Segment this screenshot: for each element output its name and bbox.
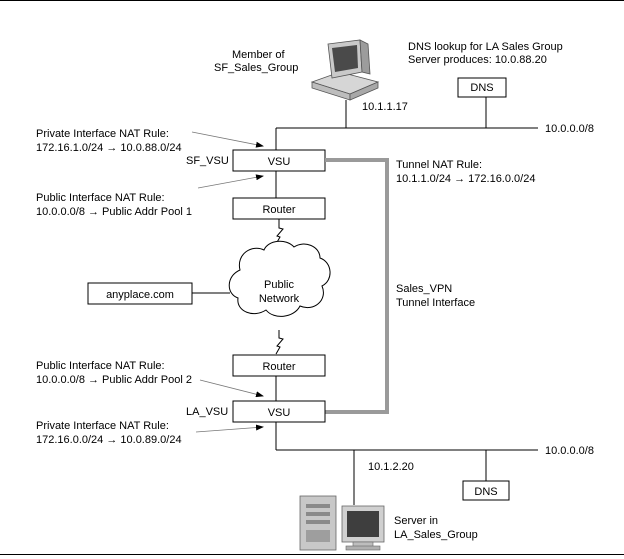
tunnel-nat-title: Tunnel NAT Rule: [396, 159, 482, 171]
host-ip: 10.1.1.17 [362, 101, 408, 113]
sales-vpn-tunnel [325, 158, 389, 414]
public-network-line2: Network [259, 293, 300, 305]
sf-public-nat-arrow [197, 174, 264, 189]
sf-public-nat-title: Public Interface NAT Rule: [36, 192, 165, 204]
dns-lookup-line1: DNS lookup for LA Sales Group [408, 41, 563, 53]
la-vsu-name: LA_VSU [186, 406, 228, 418]
sf-private-nat-title: Private Interface NAT Rule: [36, 128, 169, 140]
sf-private-nat-rule: 172.16.1.0/24 → 10.0.88.0/24 [36, 142, 182, 154]
anyplace-label: anyplace.com [106, 289, 174, 301]
sf-router-label: Router [262, 204, 295, 216]
server-icon [299, 495, 337, 551]
server-line1: Server in [394, 515, 438, 527]
bottom-dns-box [462, 480, 510, 501]
workstation-icon [310, 39, 380, 101]
sf-vsu-label: VSU [268, 156, 291, 168]
la-router-label: Router [262, 361, 295, 373]
sf-vsu-name: SF_VSU [186, 155, 229, 167]
vpn-label-line2: Tunnel Interface [396, 297, 475, 309]
la-private-nat-arrow [195, 424, 264, 433]
la-public-nat-rule: 10.0.0.0/8 → Public Addr Pool 2 [36, 374, 192, 386]
bottom-dns-label: DNS [474, 486, 497, 498]
top-dns-box [457, 77, 507, 98]
member-line1: Member of [232, 49, 286, 61]
server-ip: 10.1.2.20 [368, 461, 414, 473]
la-private-nat-title: Private Interface NAT Rule: [36, 420, 169, 432]
top-subnet: 10.0.0.0/8 [545, 123, 594, 135]
la-router-box [232, 354, 326, 377]
vpn-label-line1: Sales_VPN [396, 283, 452, 295]
cloud-icon [228, 240, 331, 317]
la-private-nat-rule: 172.16.0.0/24 → 10.0.89.0/24 [36, 434, 182, 446]
public-network-line1: Public [264, 279, 294, 291]
la-vsu-label: VSU [268, 407, 291, 419]
monitor-icon [341, 505, 385, 551]
la-vsu-box [232, 400, 326, 423]
tunnel-nat-rule: 10.1.1.0/24 → 172.16.0.0/24 [396, 173, 535, 185]
top-dns-label: DNS [470, 82, 493, 94]
sf-public-nat-rule: 10.0.0.0/8 → Public Addr Pool 1 [36, 206, 192, 218]
sf-private-nat-arrow [191, 131, 264, 148]
sf-wan-link-icon [275, 219, 284, 245]
server-line2: LA_Sales_Group [394, 529, 478, 541]
member-line2: SF_Sales_Group [214, 62, 298, 74]
la-public-nat-arrow [199, 379, 264, 398]
dns-lookup-line2: Server produces: 10.0.88.20 [408, 54, 547, 66]
la-wan-link-icon [275, 330, 284, 355]
bottom-subnet: 10.0.0.0/8 [545, 445, 594, 457]
la-public-nat-title: Public Interface NAT Rule: [36, 360, 165, 372]
